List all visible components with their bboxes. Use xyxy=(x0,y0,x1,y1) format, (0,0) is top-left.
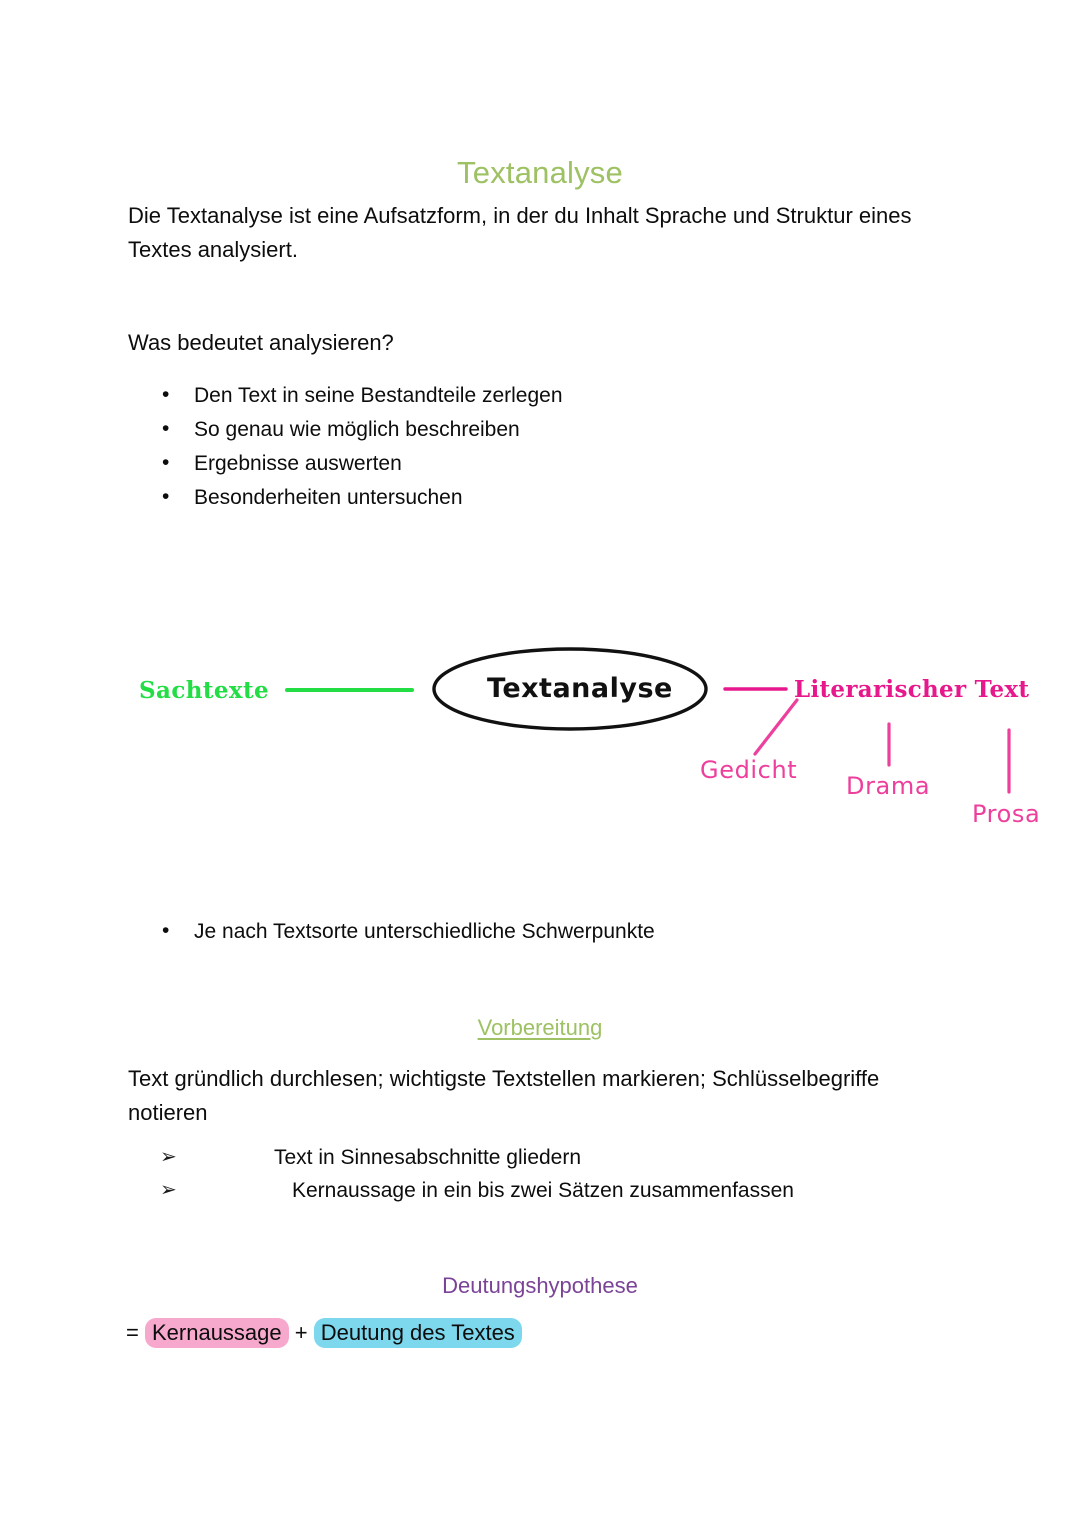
list-item-label: Kernaussage in ein bis zwei Sätzen zusam… xyxy=(292,1179,794,1202)
list-item-label: Text in Sinnesabschnitte gliedern xyxy=(274,1146,582,1169)
arrow-bullet-icon: ➢ xyxy=(160,1146,177,1168)
list-item-label: Besonderheiten untersuchen xyxy=(194,486,463,509)
list-item-label: Den Text in seine Bestandteile zerlegen xyxy=(194,384,563,407)
plus-sign: + xyxy=(294,1320,308,1345)
mindmap-branch-sachtexte: Sachtexte xyxy=(139,677,270,704)
deutungshypothese-formula: = Kernaussage + Deutung des Textes xyxy=(126,1317,522,1349)
list-item-label: So genau wie möglich beschreiben xyxy=(194,418,520,441)
mindmap-sub-prosa: Prosa xyxy=(972,800,1041,828)
list-item: • Je nach Textsorte unterschiedliche Sch… xyxy=(160,915,880,949)
arrow-bullet-icon: ➢ xyxy=(160,1179,177,1201)
list-item: • Den Text in seine Bestandteile zerlege… xyxy=(160,379,860,413)
mindmap-sub-gedicht: Gedicht xyxy=(700,756,798,784)
page-title: Textanalyse xyxy=(457,155,623,190)
analyse-bullet-list: • Den Text in seine Bestandteile zerlege… xyxy=(160,379,860,515)
list-item: • Ergebnisse auswerten xyxy=(160,447,860,481)
list-item-label: Ergebnisse auswerten xyxy=(194,452,402,475)
bullet-icon: • xyxy=(162,485,170,508)
mindmap-sub-drama: Drama xyxy=(846,772,931,800)
bullet-icon: • xyxy=(162,451,170,474)
mindmap-diagram: Textanalyse Sachtexte Literarischer Text… xyxy=(0,620,1080,850)
mindmap-branch-literarischer-text: Literarischer Text xyxy=(794,676,1030,703)
highlight-deutung-des-textes: Deutung des Textes xyxy=(313,1318,522,1348)
connector-gedicht xyxy=(753,698,799,756)
textsorte-bullet-list: • Je nach Textsorte unterschiedliche Sch… xyxy=(160,915,880,949)
list-item: ➢ Text in Sinnesabschnitte gliedern xyxy=(160,1141,960,1174)
list-item: ➢ Kernaussage in ein bis zwei Sätzen zus… xyxy=(160,1174,960,1207)
center-ellipse-shape xyxy=(432,647,708,731)
intro-paragraph: Die Textanalyse ist eine Aufsatzform, in… xyxy=(128,203,912,262)
equals-sign: = xyxy=(126,1320,139,1345)
vorbereitung-heading: Vorbereitung xyxy=(477,1015,603,1040)
list-item: • So genau wie möglich beschreiben xyxy=(160,413,860,447)
vorbereitung-step-list: ➢ Text in Sinnesabschnitte gliedern ➢ Ke… xyxy=(160,1141,960,1207)
list-item: • Besonderheiten untersuchen xyxy=(160,481,860,515)
bullet-icon: • xyxy=(162,919,170,942)
mindmap-connectors xyxy=(285,647,1011,794)
question-text: Was bedeutet analysieren? xyxy=(128,330,394,355)
deutungshypothese-heading: Deutungshypothese xyxy=(442,1273,638,1298)
list-item-label: Je nach Textsorte unterschiedliche Schwe… xyxy=(194,920,655,943)
mindmap-center-label: Textanalyse xyxy=(487,673,673,704)
bullet-icon: • xyxy=(162,417,170,440)
bullet-icon: • xyxy=(162,383,170,406)
vorbereitung-paragraph: Text gründlich durchlesen; wichtigste Te… xyxy=(128,1066,880,1125)
highlight-kernaussage: Kernaussage xyxy=(144,1318,289,1348)
